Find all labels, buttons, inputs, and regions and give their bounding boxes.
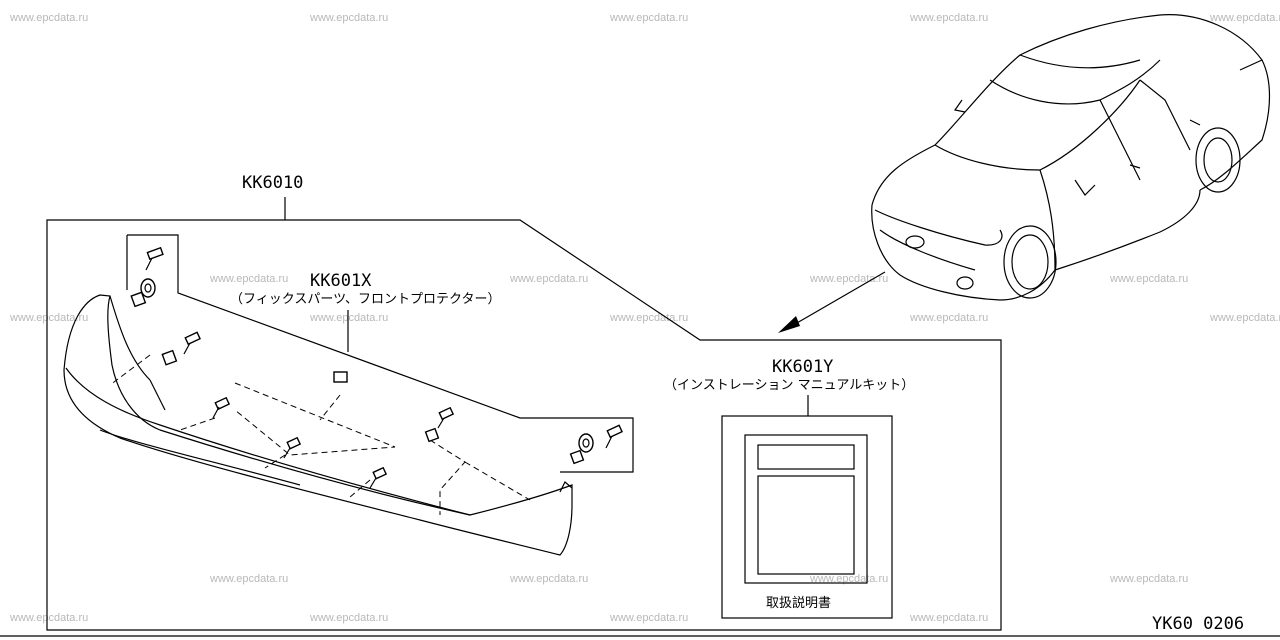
watermark: www.epcdata.ru xyxy=(909,612,988,624)
watermark: www.epcdata.ru xyxy=(609,612,688,624)
clip-icon xyxy=(333,371,348,383)
watermarks: www.epcdata.ru www.epcdata.ru www.epcdat… xyxy=(9,12,1280,624)
watermark: www.epcdata.ru xyxy=(309,12,388,24)
manual-kit-part-number: KK601Y xyxy=(772,357,833,377)
screw-icon xyxy=(283,436,302,459)
screw-icon xyxy=(437,406,455,429)
front-protector-illustration xyxy=(63,294,573,556)
screw-icon xyxy=(605,424,623,449)
watermark: www.epcdata.ru xyxy=(609,12,688,24)
screw-icon xyxy=(145,246,164,271)
kit-part-number: KK6010 xyxy=(242,173,303,193)
watermark: www.epcdata.ru xyxy=(909,12,988,24)
watermark: www.epcdata.ru xyxy=(9,12,88,24)
clip-icon xyxy=(424,427,440,443)
clip-icon xyxy=(569,449,585,465)
screw-icon xyxy=(212,396,231,419)
fix-parts-description: （フィックスパーツ、フロントプロテクター） xyxy=(230,292,501,307)
watermark: www.epcdata.ru xyxy=(609,312,688,324)
watermark: www.epcdata.ru xyxy=(909,312,988,324)
watermark: www.epcdata.ru xyxy=(509,273,588,285)
watermark: www.epcdata.ru xyxy=(1209,12,1280,24)
watermark: www.epcdata.ru xyxy=(9,612,88,624)
manual-booklet-icon xyxy=(721,415,893,619)
watermark: www.epcdata.ru xyxy=(9,312,88,324)
watermark: www.epcdata.ru xyxy=(1109,573,1188,585)
fix-parts-outline xyxy=(127,234,634,473)
car-illustration xyxy=(871,14,1271,301)
screw-icon xyxy=(183,331,201,355)
watermark: www.epcdata.ru xyxy=(509,573,588,585)
manual-kit-description: （インストレーション マニュアルキット） xyxy=(664,378,914,393)
watermark: www.epcdata.ru xyxy=(809,273,888,285)
washer-icon xyxy=(578,433,594,453)
watermark: www.epcdata.ru xyxy=(809,573,888,585)
hardware xyxy=(130,246,623,489)
clip-icon xyxy=(161,349,178,366)
diagram-code: YK60 0206 xyxy=(1152,614,1244,634)
watermark: www.epcdata.ru xyxy=(1209,312,1280,324)
watermark: www.epcdata.ru xyxy=(209,273,288,285)
kit-outline xyxy=(46,219,1002,631)
watermark: www.epcdata.ru xyxy=(309,612,388,624)
watermark: www.epcdata.ru xyxy=(209,573,288,585)
clip-icon xyxy=(130,291,147,308)
manual-label: 取扱説明書 xyxy=(766,595,831,611)
screw-icon xyxy=(369,466,388,489)
fix-parts-part-number: KK601X xyxy=(310,271,372,291)
watermark: www.epcdata.ru xyxy=(309,312,388,324)
arrow-icon xyxy=(778,271,886,333)
watermark: www.epcdata.ru xyxy=(1109,273,1188,285)
washer-icon xyxy=(140,278,156,298)
